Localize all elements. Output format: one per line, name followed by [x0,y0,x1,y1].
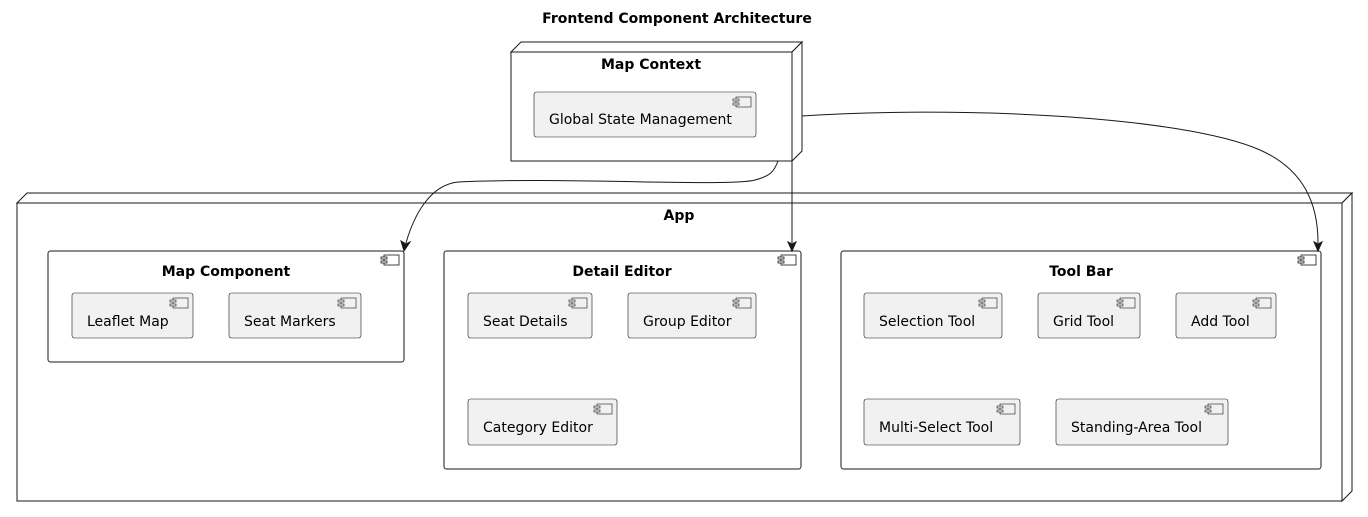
map-component-title: Map Component [162,264,291,280]
detail-editor-group[interactable]: Detail Editor Seat Details Group Editor [443,250,802,470]
component-add-tool[interactable]: Add Tool [1175,292,1277,339]
tool-bar-group[interactable]: Tool Bar Selection Tool Grid Tool [840,250,1322,470]
component-multi-select-tool[interactable]: Multi-Select Tool [863,398,1021,446]
component-label: Seat Markers [244,314,336,330]
component-seat-markers[interactable]: Seat Markers [228,292,362,339]
component-label: Group Editor [643,314,732,330]
edge-map-context-to-map-component [400,160,779,253]
edge-map-context-to-tool-bar [801,111,1324,253]
component-icon [380,254,400,266]
component-standing-area-tool[interactable]: Standing-Area Tool [1055,398,1229,446]
component-icon [978,297,998,309]
component-icon [732,96,752,108]
edge-map-context-to-detail-editor [786,161,798,253]
map-component-group[interactable]: Map Component Leaflet Map Seat Markers [47,250,405,363]
tool-bar-title: Tool Bar [1049,264,1113,280]
component-icon [1252,297,1272,309]
component-label: Add Tool [1191,314,1250,330]
component-group-editor[interactable]: Group Editor [627,292,757,339]
component-icon [1297,254,1317,266]
component-icon [996,403,1016,415]
component-icon [777,254,797,266]
component-label: Leaflet Map [87,314,169,330]
component-icon [1116,297,1136,309]
component-selection-tool[interactable]: Selection Tool [863,292,1003,339]
app-node[interactable]: App Map Component Leaflet Map [15,191,1354,503]
component-category-editor[interactable]: Category Editor [467,398,618,446]
component-icon [593,403,613,415]
component-leaflet-map[interactable]: Leaflet Map [71,292,194,339]
component-icon [337,297,357,309]
component-icon [732,297,752,309]
component-label: Grid Tool [1053,314,1114,330]
detail-editor-title: Detail Editor [572,264,671,280]
component-label: Category Editor [483,420,593,436]
component-label: Selection Tool [879,314,975,330]
diagram-title: Frontend Component Architecture [542,11,812,27]
component-icon [1204,403,1224,415]
component-label: Seat Details [483,314,568,330]
map-context-title: Map Context [601,57,701,73]
component-seat-details[interactable]: Seat Details [467,292,593,339]
component-label: Standing-Area Tool [1071,420,1202,436]
component-label: Multi-Select Tool [879,420,993,436]
app-title: App [664,208,695,224]
component-icon [568,297,588,309]
component-grid-tool[interactable]: Grid Tool [1037,292,1141,339]
map-context-node[interactable]: Map Context Global State Management [509,40,804,163]
component-label: Global State Management [549,112,732,128]
component-global-state-management[interactable]: Global State Management [533,91,757,138]
component-icon [169,297,189,309]
